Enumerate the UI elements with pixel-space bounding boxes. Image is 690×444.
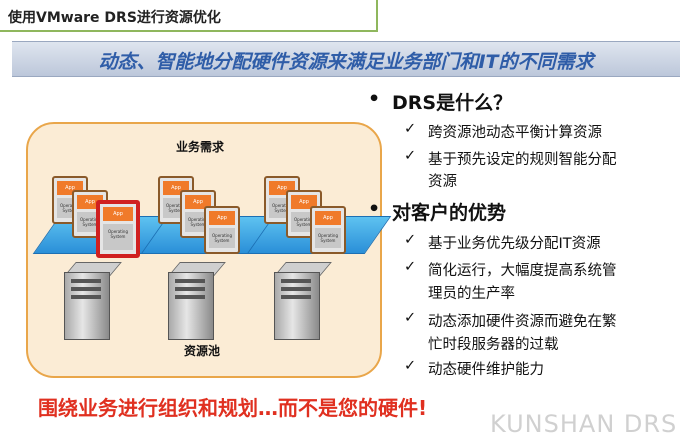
section1-item: 资源 [428, 174, 457, 190]
banner-text: 动态、智能地分配硬件资源来满足业务部门和IT的不同需求 [98, 51, 594, 73]
section2-item: 动态硬件维护能力 [428, 362, 544, 378]
section2-item: 基于业务优先级分配IT资源 [428, 236, 601, 252]
server-icon [274, 272, 320, 340]
section1-item: 基于预先设定的规则智能分配 [428, 152, 617, 168]
diagram-bottom-label: 资源池 [184, 344, 221, 358]
section2-heading: 对客户的优势 [392, 202, 507, 224]
watermark: KUNSHAN DRS [490, 410, 678, 438]
section1-item: 跨资源池动态平衡计算资源 [428, 125, 602, 141]
subtitle-banner: 动态、智能地分配硬件资源来满足业务部门和IT的不同需求 [12, 41, 680, 77]
section2-item: 忙时段服务器的过载 [428, 337, 559, 353]
section1-heading: DRS是什么？ [392, 92, 513, 114]
section2-item: 动态添加硬件资源而避免在繁 [428, 314, 617, 330]
footer-slogan: 围绕业务进行组织和规划…而不是您的硬件! [38, 396, 428, 420]
server-icon [64, 272, 110, 340]
slide-title-box: 使用VMware DRS进行资源优化 [0, 0, 378, 32]
bullet-icon: • [368, 198, 381, 220]
check-icon: ✓ [404, 121, 417, 137]
check-icon: ✓ [404, 310, 417, 326]
slide-title: 使用VMware DRS进行资源优化 [8, 10, 221, 26]
check-icon: ✓ [404, 148, 417, 164]
server-icon [168, 272, 214, 340]
section2-item: 简化运行，大幅度提高系统管 [428, 263, 617, 279]
check-icon: ✓ [404, 232, 417, 248]
check-icon: ✓ [404, 259, 417, 275]
diagram-top-label: 业务需求 [176, 140, 225, 154]
check-icon: ✓ [404, 358, 417, 374]
section2-item: 理员的生产率 [428, 286, 515, 302]
bullet-icon: • [368, 88, 381, 110]
